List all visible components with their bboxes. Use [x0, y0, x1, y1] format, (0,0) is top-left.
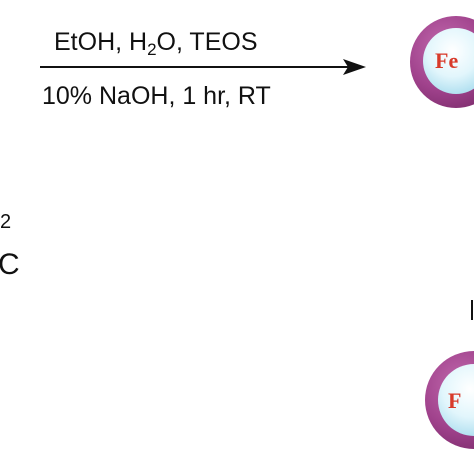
core-shell-particle-top: Fe — [410, 16, 474, 108]
reagents-label: EtOH, H2O, TEOS — [54, 28, 258, 59]
reagents-subscript: 2 — [147, 40, 157, 59]
core-shell-particle-bottom: F — [425, 351, 474, 449]
reagents-text-a: EtOH, H — [54, 28, 148, 56]
conditions-label: 10% NaOH, 1 hr, RT — [42, 82, 271, 110]
reagents-text-b: O, TEOS — [156, 28, 258, 56]
arrowhead — [343, 59, 366, 75]
reaction-arrow — [40, 59, 366, 75]
particle-label: F — [448, 388, 461, 413]
particle-label: Fe — [435, 48, 458, 73]
particle-core — [423, 28, 474, 94]
cropped-superscript: 2 — [0, 211, 12, 233]
particle-core — [438, 364, 474, 436]
cropped-letter: C — [0, 248, 20, 281]
